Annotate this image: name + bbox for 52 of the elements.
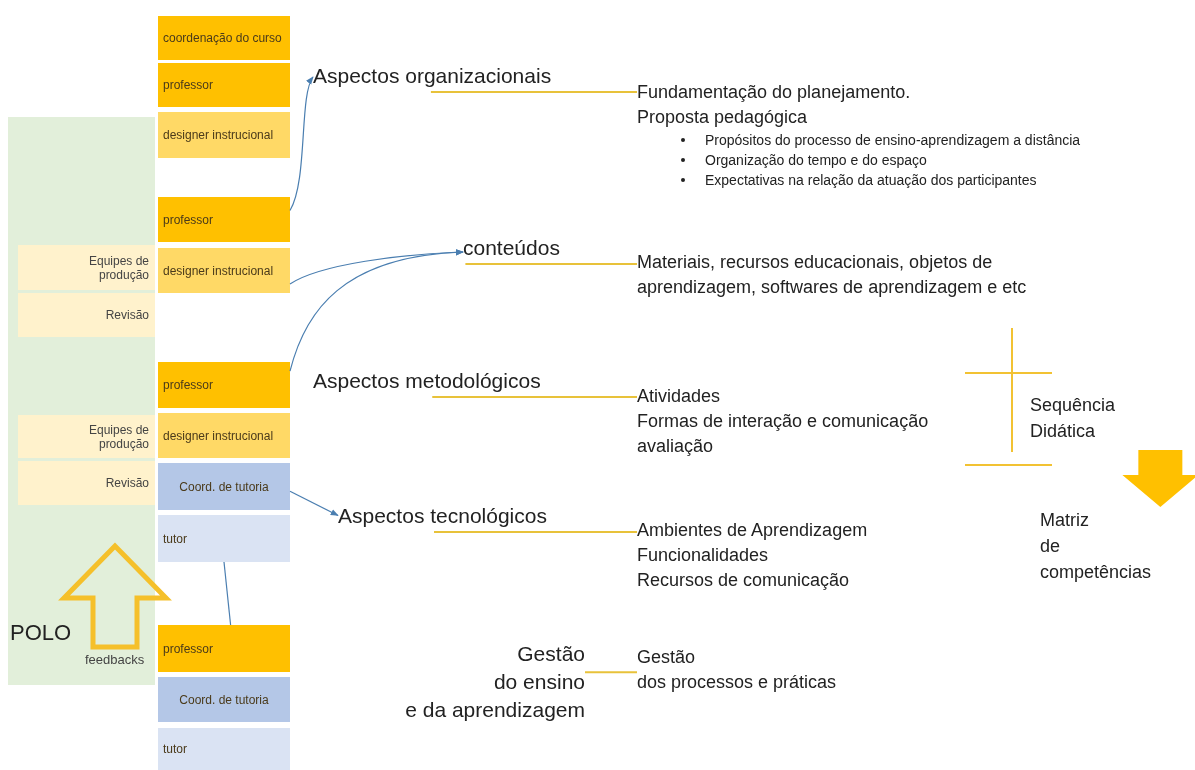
topic-heading: Aspectos metodológicos [313, 367, 578, 397]
arrow [289, 76, 314, 212]
team-box: Equipes de produção [18, 245, 155, 290]
connector-line [223, 561, 232, 626]
role-box: designer instrucional [158, 248, 290, 293]
block-arrow [1122, 450, 1195, 507]
role-box: professor [158, 63, 290, 107]
arrow [289, 249, 464, 372]
connector-line [433, 531, 638, 533]
role-box: professor [158, 625, 290, 672]
arrow [289, 490, 339, 517]
heading-line: do ensino [492, 669, 585, 695]
description-line: Proposta pedagógica [637, 106, 809, 129]
topic-heading: Aspectos organizacionais [313, 62, 575, 92]
team-box: Revisão [18, 293, 155, 337]
description-line: Fundamentação do planejamento. [637, 81, 912, 104]
role-box: Coord. de tutoria [158, 677, 290, 722]
connector-line [431, 396, 638, 398]
bullet-text: Organização do tempo e do espaço [705, 151, 927, 170]
description-line: Atividades [637, 385, 722, 408]
panel-title: POLO [10, 620, 72, 646]
topic-heading: conteúdos [463, 234, 583, 264]
role-box: professor [158, 197, 290, 242]
topic-description: Materiais, recursos educacionais, objetos de aprendizagem, softwares de aprendizagem e etc [637, 250, 1057, 306]
topic-heading: Aspectos tecnológicos [338, 502, 578, 532]
connector-line [464, 263, 638, 265]
description-line: dos processos e práticas [637, 671, 838, 694]
feedback-label: feedbacks [85, 652, 145, 667]
bullet-text: Expectativas na relação da atuação dos participantes [705, 171, 1037, 190]
description-line: Funcionalidades [637, 544, 770, 567]
bullet-text: Propósitos do processo de ensino-aprendizagem a distância [705, 131, 1081, 150]
role-box: Coord. de tutoria [158, 463, 290, 510]
connector-line [429, 91, 638, 93]
description-line: Gestão [637, 646, 697, 669]
heading-line: Gestão [516, 641, 585, 667]
role-box: tutor [158, 515, 290, 562]
description-line: Ambientes de Aprendizagem [637, 519, 869, 542]
stage-text: Matriz de competências [1040, 509, 1152, 584]
connector-line [584, 671, 638, 674]
polo-panel [8, 117, 155, 685]
team-box: Equipes de produção [18, 415, 155, 458]
role-box: designer instrucional [158, 112, 290, 158]
heading-line: e da aprendizagem [404, 697, 585, 723]
role-box: professor [158, 362, 290, 408]
role-box: tutor [158, 728, 290, 770]
team-box: Revisão [18, 461, 155, 505]
role-box: designer instrucional [158, 413, 290, 458]
stage-text: Sequência Didática [1030, 394, 1116, 443]
role-box: coordenação do curso [158, 16, 290, 60]
description-line: avaliação [637, 435, 715, 458]
description-line: Formas de interação e comunicação [637, 410, 930, 433]
description-line: Recursos de comunicação [637, 569, 851, 592]
